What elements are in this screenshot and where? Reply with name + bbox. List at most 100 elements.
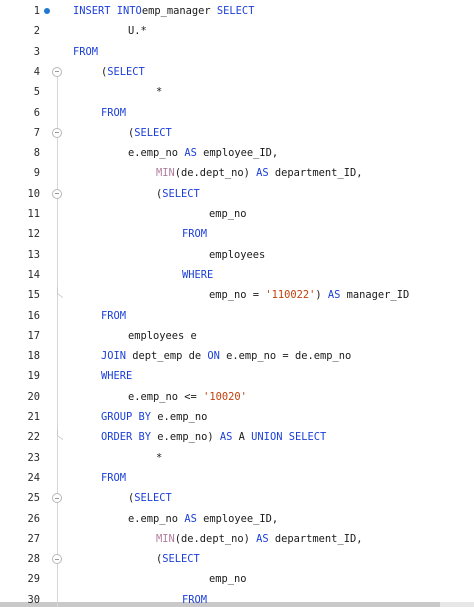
- sql-token: (: [128, 492, 135, 505]
- sql-token: e.emp_no: [128, 147, 185, 160]
- code-line[interactable]: 25(SELECT: [0, 488, 474, 508]
- code-line[interactable]: 7(SELECT: [0, 123, 474, 143]
- code-line[interactable]: 13 employees: [0, 245, 474, 265]
- line-number: 25: [27, 492, 40, 505]
- code-text: JOIN dept_emp de ON e.emp_no = de.emp_no: [101, 346, 351, 366]
- code-line[interactable]: 26 e.emp_no AS employee_ID,: [0, 509, 474, 529]
- code-text: MIN(de.dept_no) AS department_ID,: [156, 163, 362, 183]
- sql-token: *: [156, 86, 163, 99]
- fold-toggle-icon[interactable]: [52, 493, 62, 504]
- line-number: 19: [27, 370, 40, 383]
- code-text: employees e: [128, 326, 197, 346]
- fold-guide-line: [57, 76, 58, 607]
- line-number: 28: [27, 553, 40, 566]
- fold-toggle-icon[interactable]: [52, 188, 62, 199]
- sql-keyword: ORDER BY: [101, 431, 152, 444]
- line-number: 1: [33, 5, 40, 17]
- code-text: employees: [209, 245, 265, 265]
- code-text: FROM: [182, 590, 207, 607]
- code-line[interactable]: 18 JOIN dept_emp de ON e.emp_no = de.emp_…: [0, 346, 474, 366]
- fold-toggle-icon[interactable]: [52, 127, 62, 138]
- sql-token: employees e: [128, 329, 197, 342]
- line-number: 13: [27, 248, 40, 261]
- sql-keyword: AS: [327, 289, 341, 302]
- code-line[interactable]: 5*: [0, 82, 474, 102]
- line-number: 9: [33, 167, 40, 180]
- code-line[interactable]: 1 INSERT INTOemp_manager SELECT: [0, 1, 474, 21]
- code-line[interactable]: 2 U.*: [0, 21, 474, 41]
- code-text: e.emp_no AS employee_ID,: [128, 143, 278, 163]
- sql-token: emp_manager: [141, 5, 211, 17]
- sql-keyword: FROM: [182, 228, 208, 241]
- fold-toggle-icon[interactable]: [52, 554, 62, 565]
- sql-token: manager_ID: [340, 289, 410, 302]
- code-line[interactable]: 10(SELECT: [0, 184, 474, 204]
- sql-token: (: [101, 65, 108, 78]
- scrollbar-thumb[interactable]: [0, 602, 440, 607]
- line-number: 4: [33, 65, 40, 78]
- code-line[interactable]: 8 e.emp_no AS employee_ID,: [0, 143, 474, 163]
- line-number: 3: [33, 45, 40, 58]
- code-text: INSERT INTOemp_manager SELECT: [73, 1, 254, 21]
- sql-function: MIN: [156, 532, 175, 545]
- line-number: 30: [27, 593, 40, 606]
- sql-keyword: GROUP BY: [101, 411, 152, 423]
- line-number: 15: [27, 289, 40, 302]
- code-text: U.*: [128, 21, 147, 41]
- sql-keyword: FROM: [101, 106, 127, 119]
- sql-token: e.emp_no: [128, 512, 185, 525]
- code-line[interactable]: 23*: [0, 448, 474, 468]
- sql-token: emp_no: [209, 208, 247, 220]
- code-text: FROM: [101, 468, 126, 488]
- code-line[interactable]: 12 FROM: [0, 224, 474, 244]
- line-number: 5: [33, 86, 40, 99]
- breakpoint-dot-icon[interactable]: [44, 8, 50, 14]
- line-number: 12: [27, 228, 40, 241]
- code-line[interactable]: 24 FROM: [0, 468, 474, 488]
- line-number: 24: [27, 471, 40, 484]
- code-line[interactable]: 30 FROM: [0, 590, 474, 607]
- sql-token: *: [156, 451, 163, 464]
- code-text: FROM: [101, 306, 126, 326]
- line-number: 8: [33, 147, 40, 160]
- code-line[interactable]: 28(SELECT: [0, 549, 474, 569]
- fold-toggle-icon[interactable]: [52, 66, 62, 77]
- sql-keyword: FROM: [182, 593, 208, 606]
- sql-token: employee_ID,: [196, 512, 279, 525]
- sql-token: emp_no =: [209, 289, 266, 302]
- code-line[interactable]: 9 MIN(de.dept_no) AS department_ID,: [0, 163, 474, 183]
- sql-keyword: AS: [184, 512, 197, 525]
- code-text: e.emp_no AS employee_ID,: [128, 509, 278, 529]
- code-line[interactable]: 4(SELECT: [0, 62, 474, 82]
- sql-token: employees: [209, 248, 266, 261]
- fold-end-icon: [57, 287, 63, 299]
- line-number: 2: [33, 25, 40, 38]
- sql-token: (: [156, 187, 163, 200]
- sql-keyword: SELECT: [162, 553, 200, 566]
- sql-token: (de.dept_no): [174, 532, 257, 545]
- sql-keyword: AS: [256, 167, 269, 180]
- horizontal-scrollbar[interactable]: [0, 602, 474, 607]
- line-number: 26: [27, 512, 40, 525]
- line-number: 18: [27, 350, 40, 363]
- sql-keyword: FROM: [101, 471, 127, 484]
- sql-keyword: FROM: [101, 309, 127, 322]
- sql-token: department_ID,: [268, 532, 363, 545]
- sql-token: employee_ID,: [196, 147, 279, 160]
- sql-token: (de.dept_no): [174, 167, 257, 180]
- code-text: MIN(de.dept_no) AS department_ID,: [156, 529, 362, 549]
